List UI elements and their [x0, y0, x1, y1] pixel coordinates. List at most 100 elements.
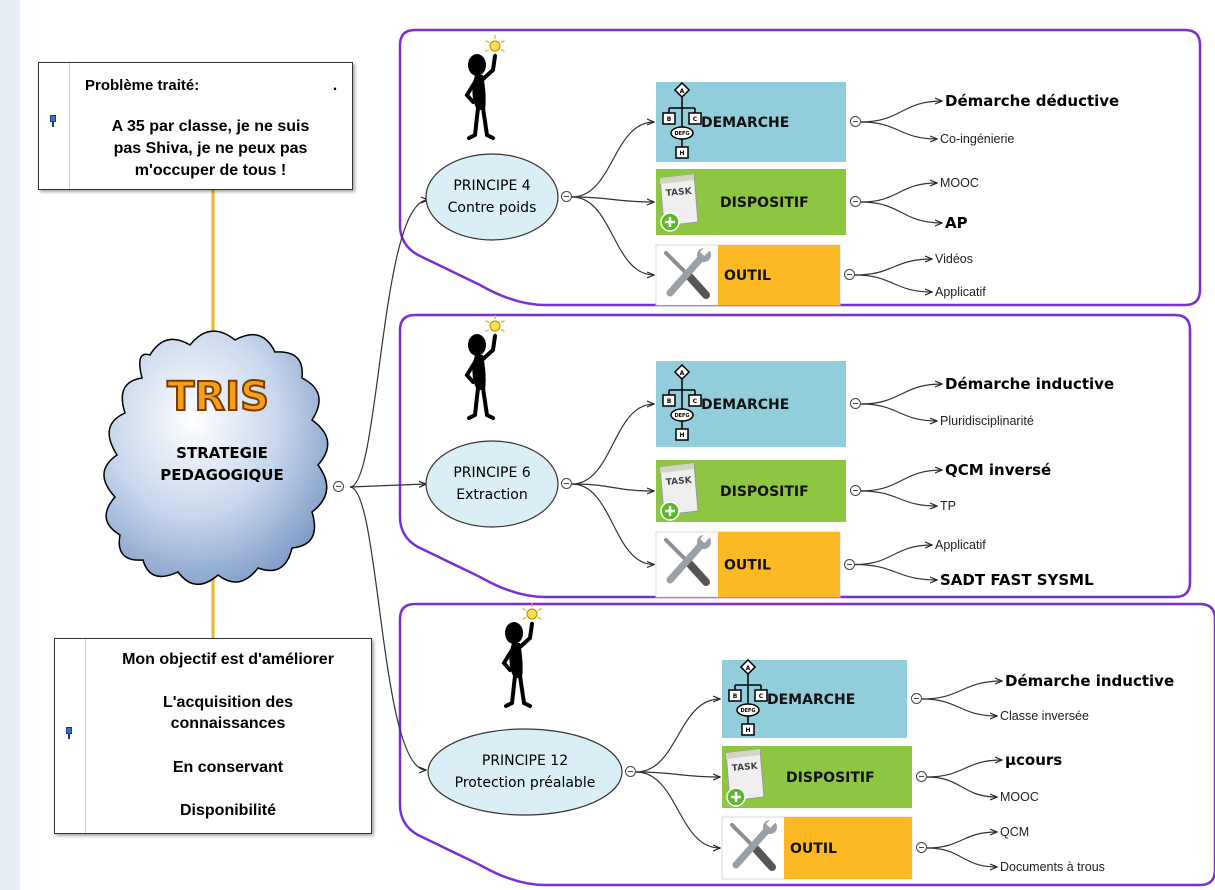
tris-logo: TRIS	[166, 373, 270, 421]
connector-principle-demarche	[571, 122, 654, 198]
objective-note-line1: Mon objectif est d'améliorer	[122, 651, 334, 668]
demarche-label: DEMARCHE	[701, 397, 789, 413]
connector-central-p4	[349, 200, 428, 488]
demarche-collapse-toggle[interactable]	[850, 116, 861, 127]
principle-subtitle: Contre poids	[448, 200, 537, 216]
principle-branch-1: PRINCIPE 4 Contre poids DEMARCHE Démarche d…	[425, 35, 1119, 306]
flowchart-icon	[725, 659, 771, 741]
dispositif-collapse-toggle[interactable]	[850, 485, 861, 496]
principle-title: PRINCIPE 4	[453, 178, 530, 194]
task-icon-label: TASK	[665, 187, 693, 199]
leaf-topic[interactable]: AP	[945, 214, 968, 232]
connector-leaf	[926, 760, 1002, 778]
leaf-topic[interactable]: QCM	[1000, 825, 1029, 839]
wrench-screwdriver-icon	[724, 818, 780, 877]
boundary-principle-6	[398, 313, 1192, 599]
connector-principle-outil	[571, 196, 654, 275]
leaf-topic[interactable]: µcours	[1005, 751, 1062, 769]
principle-collapse-toggle[interactable]	[625, 766, 636, 777]
leaf-topic[interactable]: Documents à trous	[1000, 860, 1105, 874]
connector-principle-dispositif	[635, 771, 720, 777]
demarche-label: DEMARCHE	[701, 115, 789, 131]
outil-label: OUTIL	[724, 268, 771, 284]
connector-leaf	[926, 847, 997, 867]
objective-note-text: Mon objectif est d'améliorer L'acquisiti…	[85, 639, 371, 833]
connector-principle-demarche	[635, 699, 720, 773]
central-collapse-toggle[interactable]	[333, 481, 344, 492]
leaf-topic[interactable]: SADT FAST SYSML	[940, 571, 1094, 589]
dispositif-label: DISPOSITIF	[786, 770, 875, 786]
note-gutter	[39, 63, 70, 189]
demarche-collapse-toggle[interactable]	[911, 693, 922, 704]
wrench-screwdriver-icon	[658, 246, 714, 305]
connector-leaf	[854, 563, 937, 581]
connector-principle-dispositif	[571, 196, 654, 202]
task-document-icon: TASK	[659, 173, 699, 232]
thinking-person-icon	[464, 35, 505, 140]
connector-leaf	[860, 121, 937, 139]
thinking-person-icon	[501, 603, 542, 708]
principle-collapse-toggle[interactable]	[561, 478, 572, 489]
connector-leaf	[854, 274, 932, 292]
leaf-topic[interactable]: MOOC	[940, 176, 979, 190]
dispositif-label: DISPOSITIF	[720, 484, 809, 500]
central-topic-cloud[interactable]	[103, 330, 329, 585]
connector-leaf	[854, 545, 932, 566]
connector-principle-outil	[571, 483, 654, 565]
demarche-collapse-toggle[interactable]	[850, 398, 861, 409]
central-topic-line1: STRATEGIE	[176, 444, 268, 462]
task-document-icon: TASK	[725, 748, 765, 807]
connector-central-p12	[349, 486, 426, 770]
leaf-topic[interactable]: Vidéos	[935, 252, 973, 266]
connector-leaf	[854, 259, 932, 276]
connector-principle-outil	[635, 771, 720, 848]
thinking-person-icon	[464, 315, 505, 420]
leaf-topic[interactable]: Applicatif	[935, 538, 986, 552]
outil-collapse-toggle[interactable]	[916, 842, 927, 853]
dispositif-collapse-toggle[interactable]	[916, 771, 927, 782]
task-document-icon: TASK	[659, 462, 699, 521]
central-topic-line2: PEDAGOGIQUE	[160, 466, 283, 484]
flowchart-icon	[659, 82, 705, 164]
connector-leaf	[860, 183, 937, 203]
connector-leaf	[860, 384, 942, 405]
problem-note-line2: pas Shiva, je ne peux pas	[113, 140, 308, 157]
note-gutter	[55, 639, 86, 833]
leaf-topic[interactable]: Applicatif	[935, 285, 986, 299]
leaf-topic[interactable]: Classe inversée	[1000, 709, 1089, 723]
leaf-topic[interactable]: Démarche déductive	[945, 92, 1119, 110]
connector-leaf	[860, 470, 942, 492]
leaf-topic[interactable]: Démarche inductive	[945, 375, 1114, 393]
problem-note-dot: .	[332, 77, 338, 94]
principle-node[interactable]	[427, 728, 623, 816]
outil-label: OUTIL	[724, 558, 771, 574]
left-panel-strip	[0, 0, 20, 890]
principle-node[interactable]	[425, 440, 559, 528]
leaf-topic[interactable]: MOOC	[1000, 790, 1039, 804]
outil-collapse-toggle[interactable]	[844, 269, 855, 280]
outil-collapse-toggle[interactable]	[844, 558, 855, 570]
connector-leaf	[921, 698, 997, 716]
problem-note-line1: A 35 par classe, je ne suis	[111, 118, 310, 135]
connector-leaf	[860, 403, 937, 421]
leaf-topic[interactable]: QCM inversé	[945, 461, 1051, 479]
principle-node[interactable]	[425, 153, 559, 241]
leaf-topic[interactable]: Démarche inductive	[1005, 672, 1174, 690]
connector-central-p6	[349, 484, 426, 487]
objective-note: Mon objectif est d'améliorer L'acquisiti…	[54, 638, 372, 834]
flowchart-icon	[659, 364, 705, 446]
principle-collapse-toggle[interactable]	[561, 191, 572, 202]
problem-note-title: Problème traité:	[85, 77, 200, 94]
svg-text:TRIS: TRIS	[167, 374, 269, 420]
leaf-topic[interactable]: TP	[940, 499, 956, 513]
task-icon-label: TASK	[731, 762, 759, 774]
leaf-topic[interactable]: Pluridisciplinarité	[940, 414, 1034, 428]
dispositif-collapse-toggle[interactable]	[850, 196, 861, 207]
leaf-topic[interactable]: Co-ingénierie	[940, 132, 1014, 146]
pin-icon	[49, 115, 57, 127]
connector-leaf	[921, 681, 1002, 700]
problem-note-text: Problème traité: . A 35 par classe, je n…	[69, 63, 352, 189]
connector-leaf	[860, 101, 942, 123]
